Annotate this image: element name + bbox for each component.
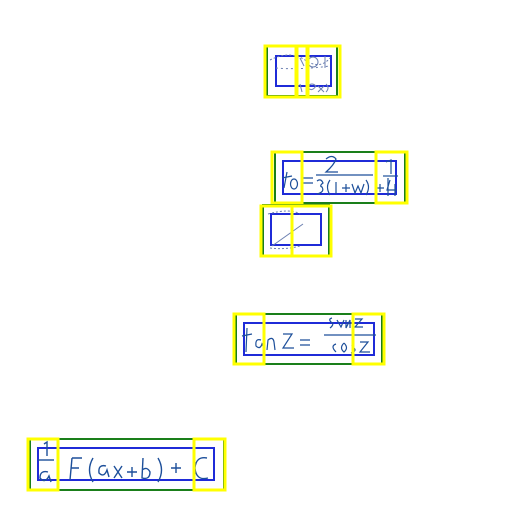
yellow-char-box	[192, 437, 227, 492]
yellow-char-box	[305, 44, 342, 99]
blue-bbox	[270, 213, 322, 246]
blue-bbox	[243, 322, 375, 356]
blue-bbox	[282, 160, 397, 195]
green-bbox	[266, 45, 338, 97]
yellow-char-box	[374, 150, 409, 205]
handwriting	[241, 317, 376, 354]
green-bbox	[235, 313, 383, 365]
blue-bbox	[275, 55, 332, 87]
handwriting	[267, 210, 304, 250]
handwriting	[281, 155, 398, 196]
expression-1-group	[263, 44, 342, 99]
yellow-char-box	[290, 204, 333, 258]
handwriting	[269, 54, 331, 93]
expression-3-group	[259, 204, 333, 258]
yellow-char-box	[270, 150, 304, 205]
yellow-char-box	[263, 44, 299, 99]
expression-4-group	[232, 312, 386, 366]
yellow-char-box	[351, 312, 386, 366]
green-bbox	[274, 151, 406, 204]
yellow-char-box	[232, 312, 266, 366]
blue-bbox	[37, 447, 215, 481]
expression-5-group	[26, 437, 227, 492]
yellow-char-box	[26, 437, 60, 492]
expression-2-group	[270, 150, 409, 205]
